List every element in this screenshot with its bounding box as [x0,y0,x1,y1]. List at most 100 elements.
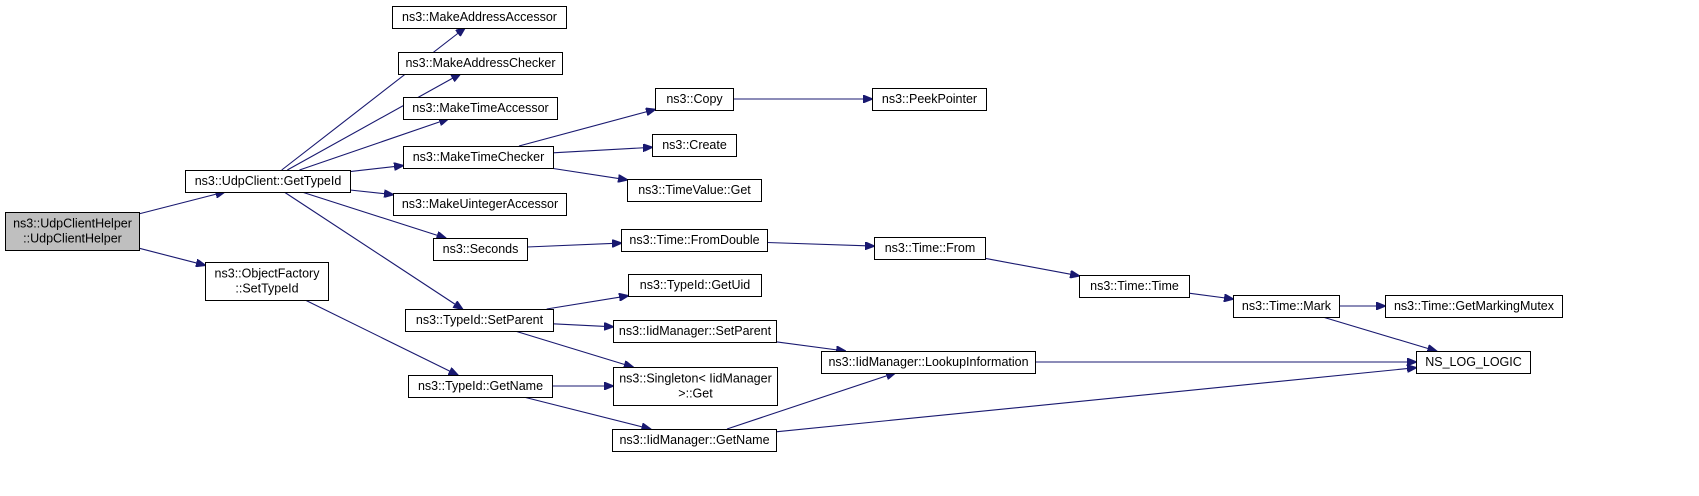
edge-typeid_setparent-to-singleton_get [514,330,633,367]
node-makeaddresschecker[interactable]: ns3::MakeAddressChecker [398,52,563,75]
edge-maketimechecker-to-create [552,147,652,154]
node-typeid-getname[interactable]: ns3::TypeId::GetName [408,375,553,398]
node-label: ns3::PeekPointer [882,92,977,106]
node-box [874,237,986,260]
node-maketimeaccessor[interactable]: ns3::MakeTimeAccessor [403,97,558,120]
node-label: NS_LOG_LOGIC [1425,355,1522,369]
node-iidmanager-setparent[interactable]: ns3::IidManager::SetParent [613,320,777,343]
node-label: ns3::Copy [666,92,723,106]
node-box [433,238,528,261]
node-label: ::SetTypeId [235,282,298,296]
node-box [185,170,351,193]
node-label: ns3::Singleton< IidManager [619,372,772,386]
node-label: ns3::Time::Time [1090,279,1179,293]
node-box [393,193,567,216]
node-label: ns3::TypeId::GetUid [640,278,751,292]
node-label: ns3::TypeId::GetName [418,379,543,393]
node-label: ::UdpClientHelper [23,232,122,246]
node-seconds[interactable]: ns3::Seconds [433,238,528,261]
node-box [613,320,777,343]
node-objfactory-settypeid[interactable]: ns3::ObjectFactory::SetTypeId [205,262,329,301]
node-udpclient-gettypeid[interactable]: ns3::UdpClient::GetTypeId [185,170,351,193]
node-box [1385,295,1563,318]
edge-typeid_setparent-to-typeid_getuid [546,296,628,310]
node-label: ns3::IidManager::LookupInformation [828,355,1028,369]
node-time-getmarkingmutex[interactable]: ns3::Time::GetMarkingMutex [1385,295,1563,318]
node-label: ns3::TypeId::SetParent [416,313,544,327]
node-timevalue-get[interactable]: ns3::TimeValue::Get [627,179,762,202]
node-box [652,134,737,157]
node-label: ns3::Time::FromDouble [629,233,759,247]
nodes-layer: ns3::UdpClientHelper::UdpClientHelperns3… [5,6,1563,452]
node-label: ns3::UdpClientHelper [13,217,132,231]
node-label: ns3::Time::GetMarkingMutex [1394,299,1555,313]
node-label: >::Get [678,387,713,401]
edge-maketimechecker-to-copy [518,110,655,147]
node-label: ns3::MakeUintegerAccessor [402,197,558,211]
node-peekpointer[interactable]: ns3::PeekPointer [872,88,987,111]
node-box [5,212,140,251]
node-box [872,88,987,111]
node-label: ns3::MakeTimeAccessor [412,101,548,115]
edges-layer [138,28,1437,433]
node-ns-log-logic[interactable]: NS_LOG_LOGIC [1416,351,1531,374]
edge-time_fromdouble-to-time_from [766,243,874,247]
edge-root-to-udpclient_gettypeid [138,192,225,215]
node-root[interactable]: ns3::UdpClientHelper::UdpClientHelper [5,212,140,251]
edge-seconds-to-time_fromdouble [526,243,621,248]
node-time-mark[interactable]: ns3::Time::Mark [1233,295,1340,318]
node-box [821,351,1036,374]
node-label: ns3::Seconds [443,242,519,256]
edge-udpclient_gettypeid-to-makeuintegeraccessor [349,189,393,195]
node-time-fromdouble[interactable]: ns3::Time::FromDouble [621,229,768,252]
node-label: ns3::IidManager::SetParent [619,324,772,338]
node-create[interactable]: ns3::Create [652,134,737,157]
node-box [408,375,553,398]
node-label: ns3::MakeAddressAccessor [402,10,557,24]
node-box [1079,275,1190,298]
node-label: ns3::MakeAddressChecker [405,56,555,70]
node-typeid-setparent[interactable]: ns3::TypeId::SetParent [405,309,554,332]
edge-typeid_setparent-to-iidmanager_setparent [552,324,613,327]
node-maketimechecker[interactable]: ns3::MakeTimeChecker [403,146,554,169]
node-label: ns3::TimeValue::Get [638,183,751,197]
node-box [205,262,329,301]
edge-udpclient_gettypeid-to-makeaddresschecker [287,74,460,171]
node-label: ns3::Time::From [885,241,976,255]
node-box [613,367,778,406]
node-box [398,52,563,75]
node-typeid-getuid[interactable]: ns3::TypeId::GetUid [628,274,762,297]
node-box [627,179,762,202]
node-box [628,274,762,297]
edge-objfactory_settypeid-to-typeid_getname [304,299,458,375]
edge-maketimechecker-to-timevalue_get [549,167,627,180]
node-box [392,6,567,29]
node-box [1233,295,1340,318]
edge-time_mark-to-ns_log_logic [1322,316,1437,351]
node-singleton-get[interactable]: ns3::Singleton< IidManager>::Get [613,367,778,406]
edge-udpclient_gettypeid-to-maketimechecker [349,166,403,173]
node-makeaddressaccessor[interactable]: ns3::MakeAddressAccessor [392,6,567,29]
node-label: ns3::IidManager::GetName [619,433,769,447]
edge-iidmanager_getname-to-ns_log_logic [775,368,1416,433]
node-time-from[interactable]: ns3::Time::From [874,237,986,260]
edge-typeid_getname-to-iidmanager_getname [523,396,651,429]
edge-iidmanager_setparent-to-iidmanager_lookupinformation [775,341,845,351]
edge-udpclient_gettypeid-to-typeid_setparent [283,191,462,309]
node-label: ns3::MakeTimeChecker [413,150,545,164]
edge-time_time-to-time_mark [1188,292,1233,299]
node-box [1416,351,1531,374]
node-iidmanager-getname[interactable]: ns3::IidManager::GetName [612,429,777,452]
node-iidmanager-lookupinformation[interactable]: ns3::IidManager::LookupInformation [821,351,1036,374]
node-label: ns3::Create [662,138,727,152]
edge-time_from-to-time_time [984,257,1079,276]
node-time-time[interactable]: ns3::Time::Time [1079,275,1190,298]
node-label: ns3::UdpClient::GetTypeId [195,174,342,188]
edge-udpclient_gettypeid-to-seconds [301,191,446,238]
edge-iidmanager_getname-to-iidmanager_lookupinformation [726,373,895,430]
node-label: ns3::ObjectFactory [215,267,321,281]
node-makeuintegeraccessor[interactable]: ns3::MakeUintegerAccessor [393,193,567,216]
node-copy[interactable]: ns3::Copy [655,88,734,111]
node-label: ns3::Time::Mark [1242,299,1332,313]
